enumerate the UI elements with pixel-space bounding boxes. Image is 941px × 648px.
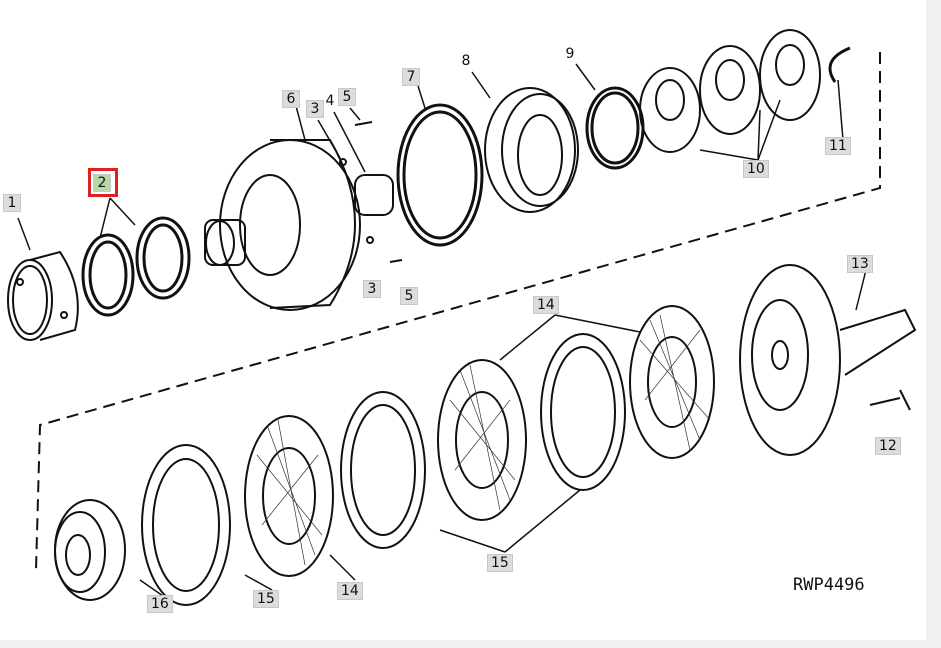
part-16-gear xyxy=(54,499,126,601)
callout-2-selected[interactable]: 2 xyxy=(93,174,111,192)
part-13-shaft-flange xyxy=(739,264,917,456)
callout-5[interactable]: 5 xyxy=(338,88,356,106)
callout-14[interactable]: 14 xyxy=(337,582,363,600)
part-2-seal-rings xyxy=(81,216,191,317)
dashed-guide-lines xyxy=(35,52,881,571)
callout-3[interactable]: 3 xyxy=(306,100,324,118)
callout-15[interactable]: 15 xyxy=(253,590,279,608)
callout-13[interactable]: 13 xyxy=(847,255,873,273)
callout-8[interactable]: 8 xyxy=(461,53,471,69)
callout-14[interactable]: 14 xyxy=(533,296,559,314)
callout-6[interactable]: 6 xyxy=(282,90,300,108)
part-8-piston xyxy=(484,87,579,213)
diagram-code: RWP4496 xyxy=(793,575,865,595)
part-7-ring xyxy=(396,103,484,247)
callout-12[interactable]: 12 xyxy=(875,437,901,455)
leader-lines xyxy=(17,63,867,597)
part-12-bolt xyxy=(869,389,911,411)
callout-7[interactable]: 7 xyxy=(402,68,420,86)
part-1-sleeve xyxy=(7,250,79,341)
callout-10[interactable]: 10 xyxy=(743,160,769,178)
callout-5[interactable]: 5 xyxy=(400,287,418,305)
part-10-washers xyxy=(639,29,821,153)
frame-edge-right xyxy=(926,0,941,648)
part-9-ring xyxy=(585,86,645,170)
callout-4[interactable]: 4 xyxy=(325,93,335,109)
callout-1[interactable]: 1 xyxy=(3,194,21,212)
callout-15[interactable]: 15 xyxy=(487,554,513,572)
part-11-snap-ring xyxy=(828,46,851,83)
callout-9[interactable]: 9 xyxy=(565,46,575,62)
clutch-plates xyxy=(141,305,715,606)
callout-11[interactable]: 11 xyxy=(825,137,851,155)
frame-edge-bottom xyxy=(0,640,941,648)
callout-16[interactable]: 16 xyxy=(147,595,173,613)
selected-callout-highlight xyxy=(88,168,118,197)
parts-3-4-5-pins xyxy=(339,121,403,263)
friction-mesh xyxy=(256,314,711,566)
part-6-housing xyxy=(204,139,361,311)
callout-3[interactable]: 3 xyxy=(363,280,381,298)
